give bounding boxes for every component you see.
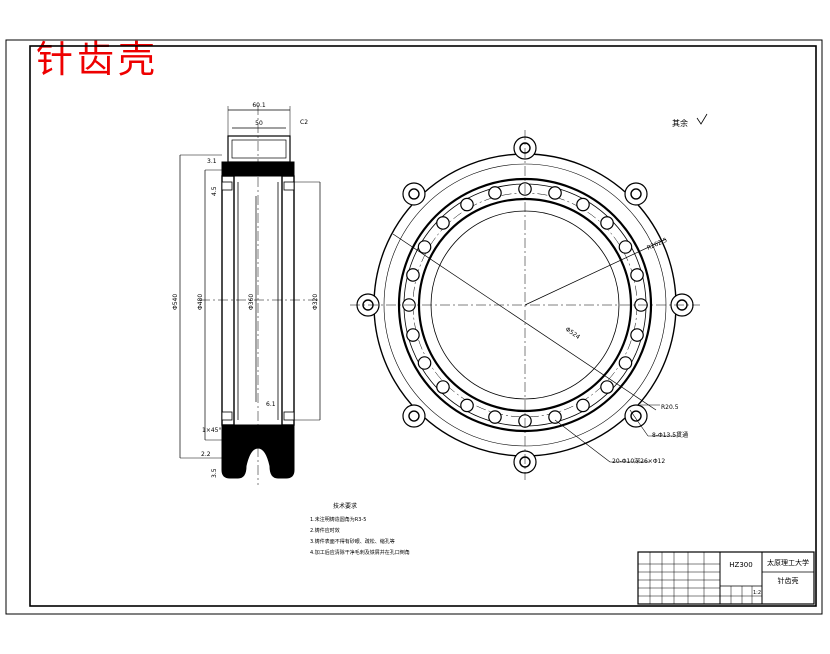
pin-hole bbox=[618, 356, 633, 370]
front-view bbox=[350, 130, 700, 480]
bolt-hole bbox=[630, 410, 642, 422]
pin-hole bbox=[436, 380, 450, 394]
bolt-hole bbox=[408, 188, 420, 200]
dim-right-dia: Φ320 bbox=[312, 294, 319, 310]
drawing-frame bbox=[29, 45, 817, 607]
title-block: HZ300 太原理工大学 针齿壳 1:2 bbox=[637, 551, 815, 605]
drawing-number: HZ300 bbox=[729, 561, 752, 569]
roughness-symbol-icon bbox=[696, 113, 708, 125]
pin-hole bbox=[406, 268, 420, 282]
dim-bore-dia: Φ360 bbox=[248, 294, 255, 310]
pin-hole bbox=[417, 356, 432, 370]
part-name: 针齿壳 bbox=[778, 576, 799, 585]
dim-bolt-hole: R20.5 bbox=[661, 404, 679, 411]
pin-hole bbox=[618, 240, 633, 254]
tech-requirements: 技术要求 1.未注明铸造圆角为R3-5 2.铸件应时效 3.铸件表面不得有砂眼、… bbox=[310, 502, 410, 556]
pin-hole bbox=[548, 410, 562, 424]
hole-callout-a: 8-Φ13.5贯通 bbox=[652, 431, 688, 439]
pin-hole bbox=[630, 328, 644, 342]
dim-inner-width: 50 bbox=[255, 120, 263, 127]
pin-hole bbox=[630, 268, 644, 282]
pin-holes bbox=[402, 182, 648, 428]
sheet-border bbox=[5, 39, 823, 615]
surface-note-label: 其余 bbox=[672, 118, 688, 128]
pin-hole bbox=[460, 398, 474, 413]
dim-chamfer-left: 1×45° bbox=[202, 427, 221, 434]
pin-hole bbox=[417, 240, 432, 254]
mounting-lugs bbox=[356, 136, 694, 474]
pin-hole bbox=[600, 216, 614, 230]
dim-outer-dia: Φ540 bbox=[172, 294, 179, 310]
pin-hole bbox=[548, 186, 562, 200]
bolt-hole bbox=[408, 410, 420, 422]
scale-value: 1:2 bbox=[753, 590, 761, 596]
pin-hole bbox=[460, 197, 474, 212]
pin-hole bbox=[600, 380, 614, 394]
pin-hole bbox=[406, 328, 420, 342]
pin-hole bbox=[576, 398, 590, 413]
pin-hole bbox=[488, 186, 502, 200]
hole-callout-b: 20-Φ10深26×Φ12 bbox=[612, 457, 665, 465]
drawing-title: 针齿壳 bbox=[36, 38, 159, 81]
bolt-hole bbox=[630, 188, 642, 200]
pin-hole bbox=[576, 197, 590, 212]
dim-mid-dia: Φ480 bbox=[197, 294, 204, 310]
dim-small-b: 4.5 bbox=[211, 186, 218, 196]
dim-small-bottom: 2.2 bbox=[201, 451, 211, 458]
tech-req-item: 4.加工后应清除干净毛刺及铁屑并在孔口倒角 bbox=[310, 549, 410, 556]
tech-req-item: 2.铸件应时效 bbox=[310, 527, 340, 534]
dim-small-a: 3.1 bbox=[207, 158, 217, 165]
dim-inner-dia: Φ524 bbox=[564, 326, 581, 341]
pin-hole bbox=[436, 216, 450, 230]
pin-hole bbox=[488, 410, 502, 424]
dim-chamfer-top: C2 bbox=[300, 119, 308, 126]
tech-req-item: 1.未注明铸造圆角为R3-5 bbox=[310, 516, 366, 523]
dim-top-width: 60.1 bbox=[252, 102, 266, 109]
school-name: 太原理工大学 bbox=[767, 558, 809, 567]
side-section-view bbox=[179, 105, 321, 485]
tech-req-heading: 技术要求 bbox=[333, 502, 357, 510]
tech-req-item: 3.铸件表面不得有砂眼、疏松、缩孔等 bbox=[310, 538, 395, 545]
dim-small-c: 6.1 bbox=[266, 401, 276, 408]
dim-small-d: 3.5 bbox=[211, 468, 218, 478]
